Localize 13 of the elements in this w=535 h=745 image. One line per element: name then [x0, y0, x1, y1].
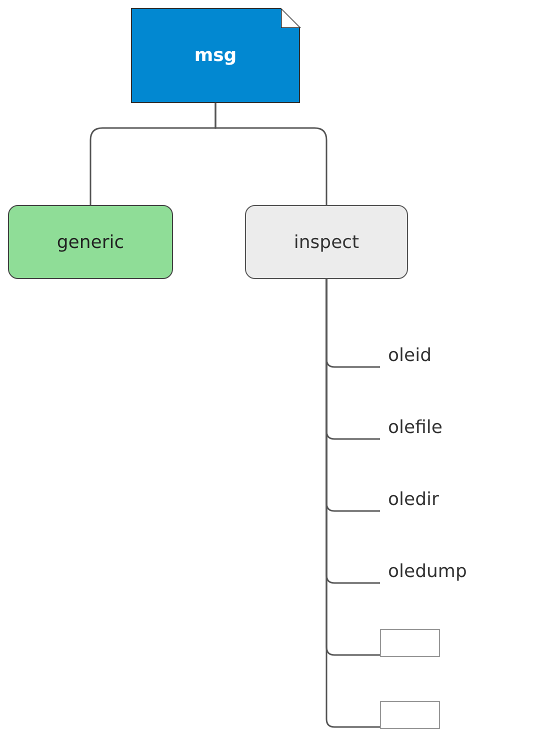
rounded-box	[245, 205, 408, 279]
rounded-box	[8, 205, 173, 279]
node-label: oleid	[388, 344, 432, 366]
node-label: inspect	[294, 232, 360, 252]
empty-box	[380, 629, 440, 657]
connector-line	[214, 103, 328, 205]
node-label: olefile	[388, 416, 443, 438]
node-label: msg	[194, 45, 237, 66]
document-shape	[131, 8, 300, 103]
node-label: oledump	[388, 560, 467, 582]
node-label: oledir	[388, 488, 439, 510]
empty-box	[380, 701, 440, 729]
node-label: generic	[56, 232, 124, 252]
